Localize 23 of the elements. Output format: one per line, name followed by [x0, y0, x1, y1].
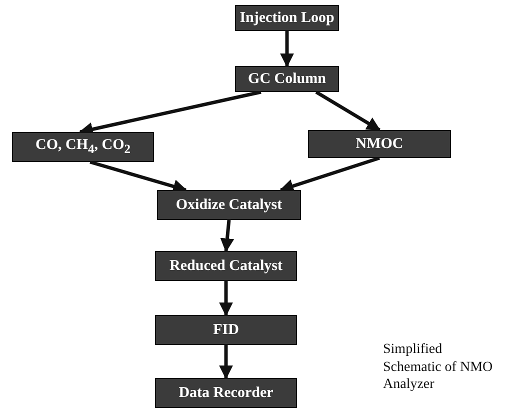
box-label: Oxidize Catalyst [176, 196, 282, 214]
box-label: Reduced Catalyst [170, 258, 282, 274]
box-label: CO, CH$_{4}$, CO$_{2}$ [36, 137, 130, 157]
box-label: Injection Loop [240, 10, 334, 26]
process-box [155, 251, 297, 281]
box-label: NMOC [356, 136, 404, 152]
box-label: FID [213, 322, 239, 338]
arrow [280, 156, 380, 193]
process-box [235, 66, 339, 92]
arrow [219, 345, 233, 380]
box-label: Data Recorder [178, 384, 274, 402]
process-box [308, 130, 451, 158]
arrow [219, 281, 233, 316]
process-box [155, 378, 297, 408]
arrow [280, 31, 294, 68]
arrow [220, 220, 234, 252]
caption: Simplified Schematic of NMO Analyzer [383, 341, 494, 394]
process-box [235, 5, 339, 31]
arrow [315, 90, 381, 132]
process-box [155, 315, 297, 345]
process-box [12, 132, 154, 162]
process-box [157, 190, 301, 220]
box-label: GC Column [248, 70, 326, 88]
